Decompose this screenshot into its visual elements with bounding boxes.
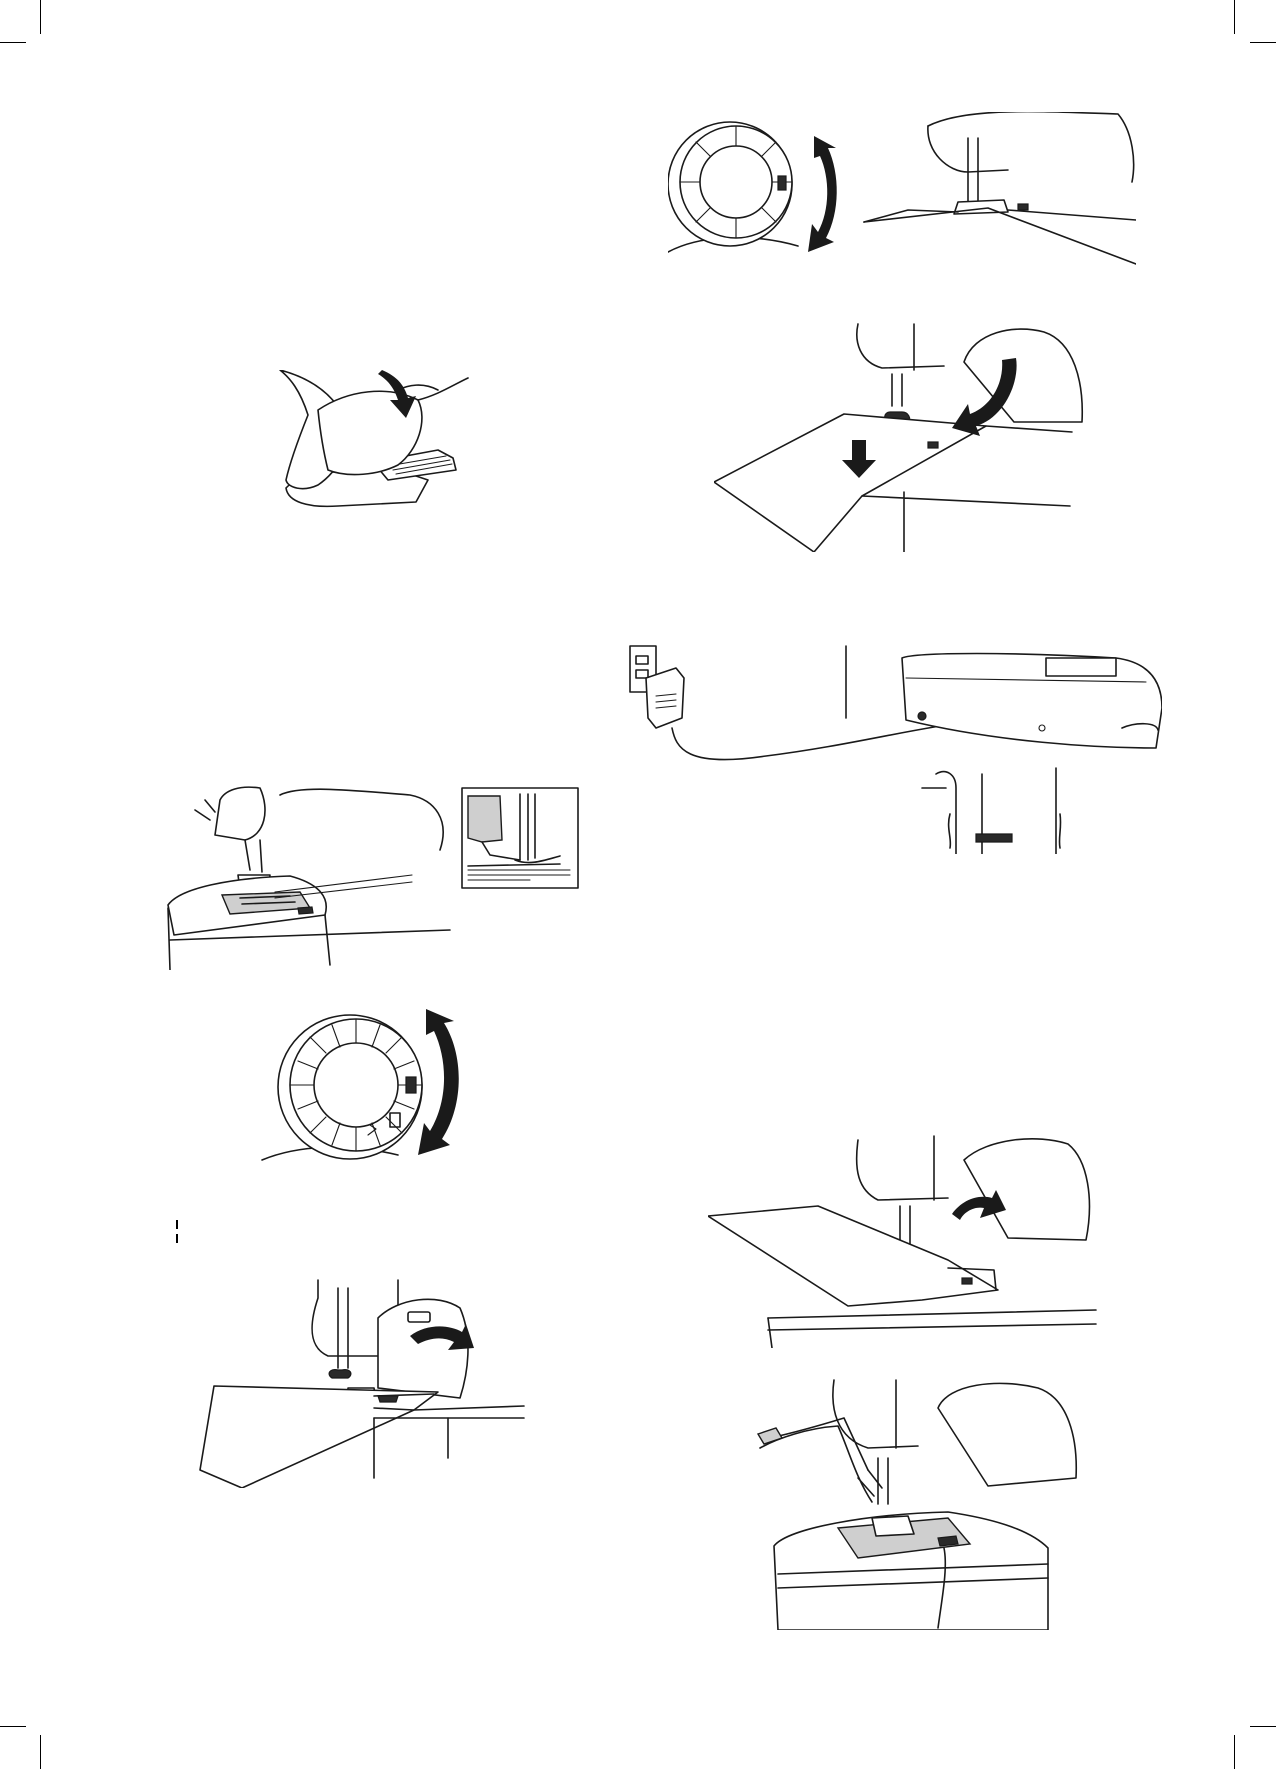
power-adapter-illustration — [616, 638, 1162, 854]
presser-foot-inset-illustration — [150, 780, 582, 970]
crop-mark-bottom-right-v — [1234, 1735, 1235, 1769]
stitch-dial-illustration — [258, 1005, 468, 1175]
crop-mark-top-left-v — [40, 0, 41, 34]
dashed-mark — [176, 1220, 178, 1246]
presser-lever-illustration — [708, 1130, 1098, 1348]
crop-mark-top-right-v — [1234, 0, 1235, 34]
thread-pull-illustration — [748, 1378, 1096, 1630]
foot-pedal-illustration — [278, 370, 478, 515]
crop-mark-top-left-h — [0, 42, 26, 43]
crop-mark-bottom-left-v — [40, 1735, 41, 1769]
lower-presser-foot-illustration — [714, 322, 1086, 552]
stitch-dial-needle-illustration — [668, 112, 1136, 272]
crop-mark-top-right-h — [1250, 42, 1276, 43]
crop-mark-bottom-right-h — [1250, 1726, 1276, 1727]
handwheel-illustration — [198, 1278, 526, 1488]
crop-mark-bottom-left-h — [0, 1726, 26, 1727]
